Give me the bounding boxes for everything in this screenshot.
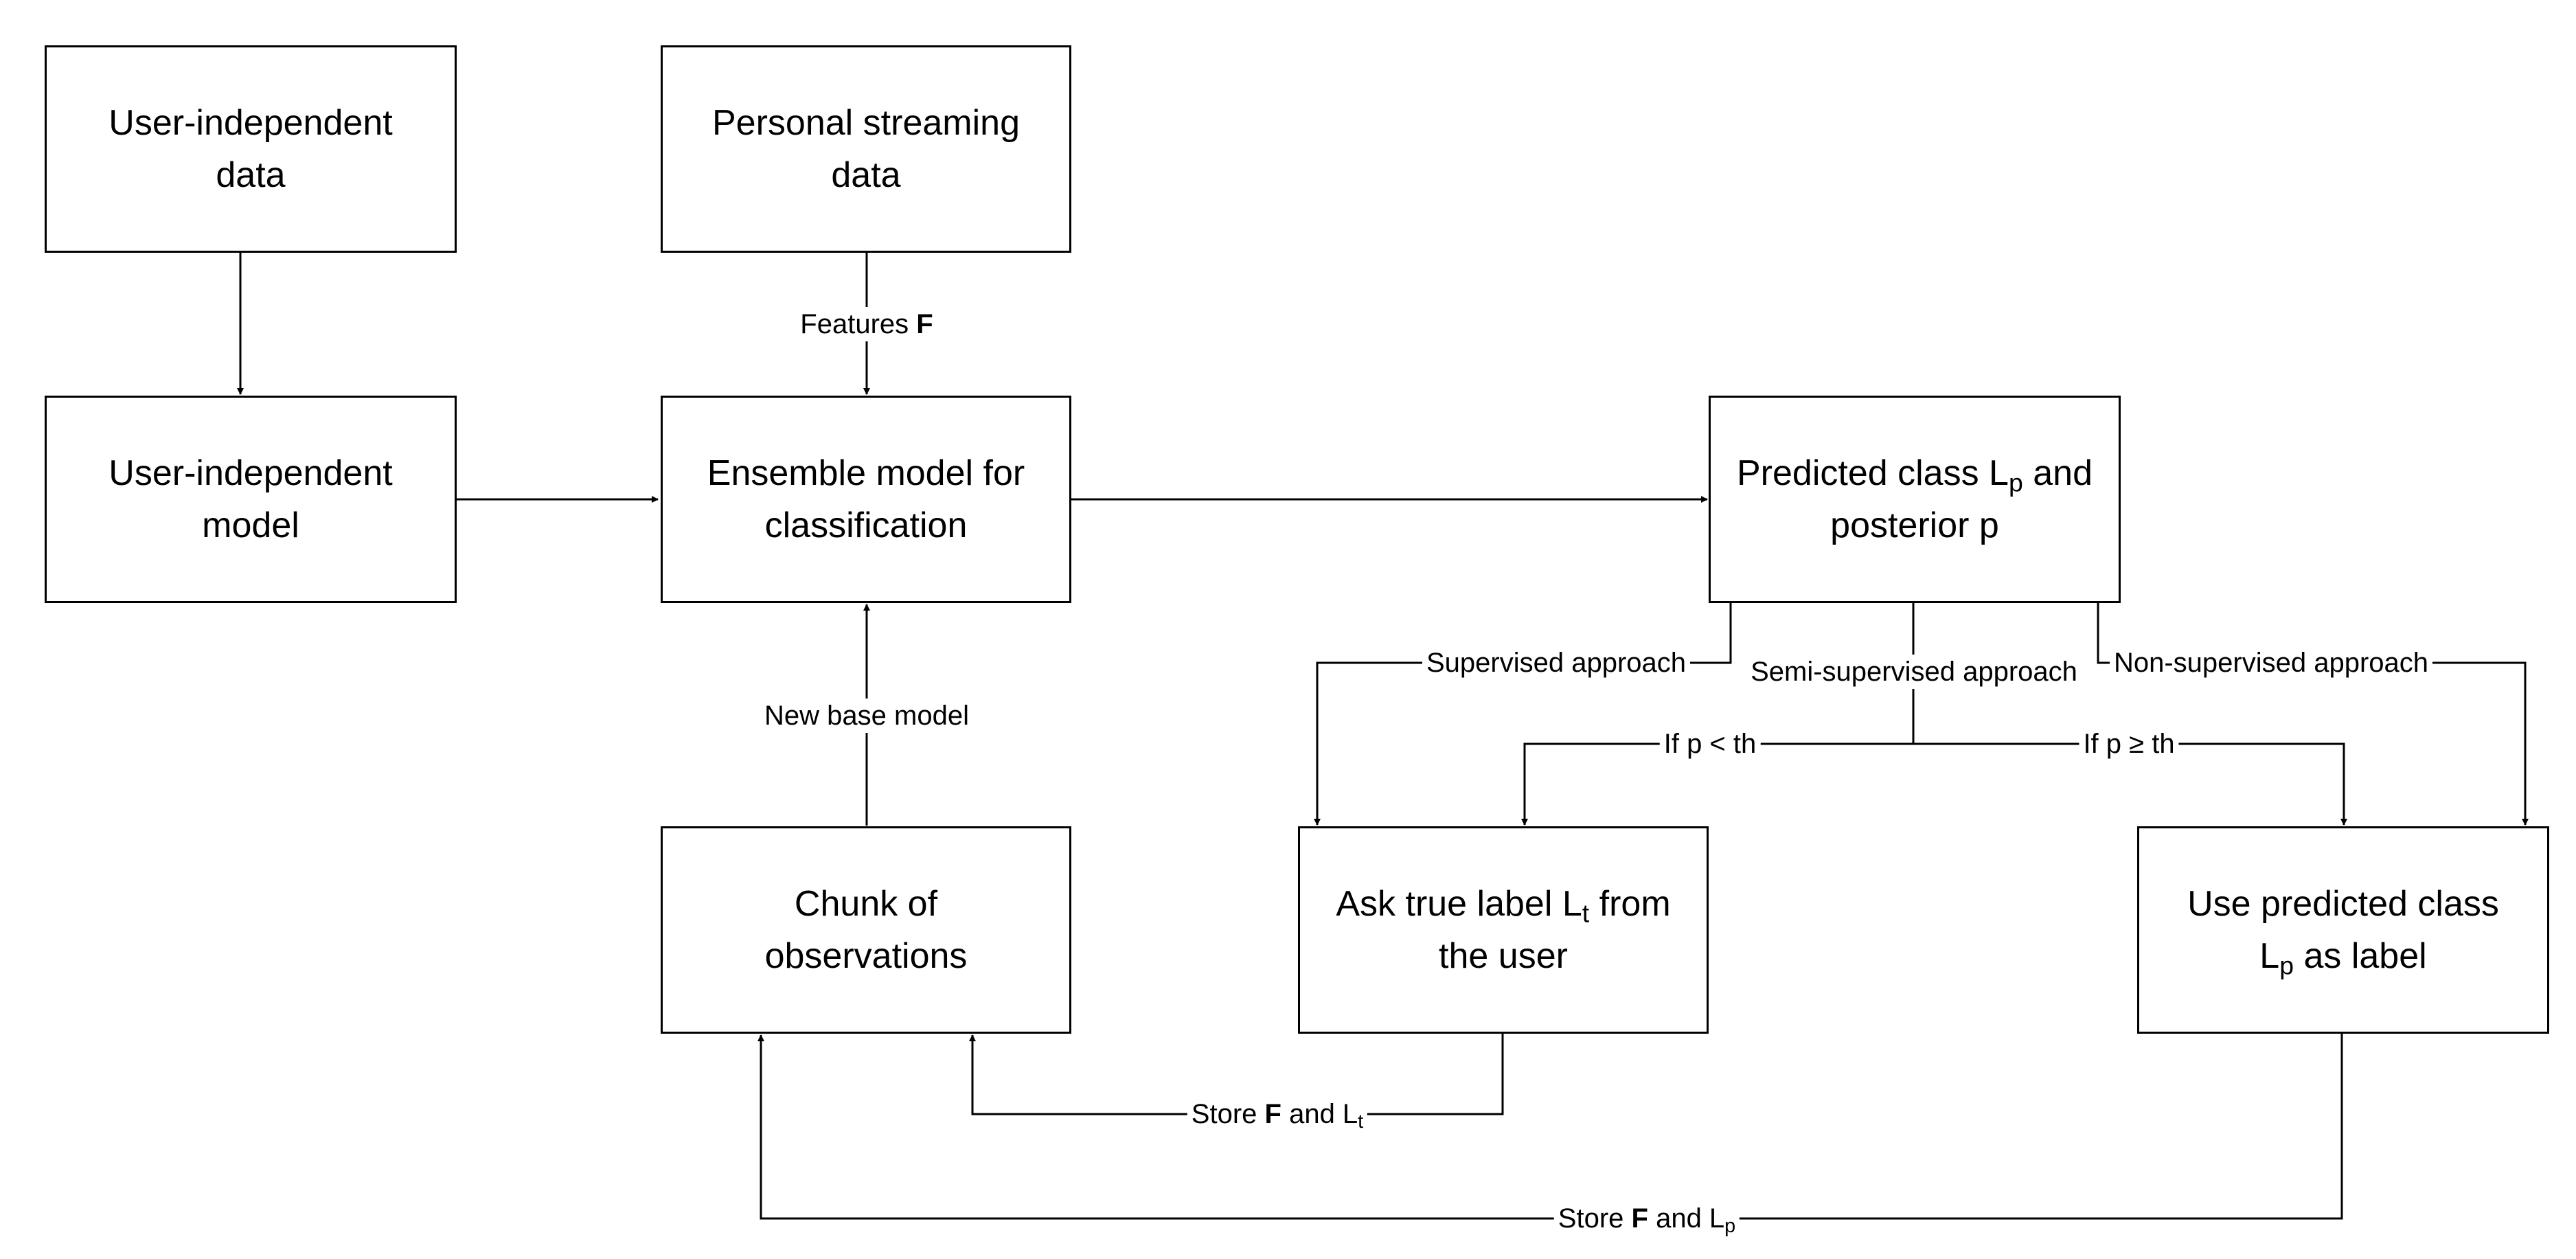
if-p-greater-equal-th-label: If p ≥ th: [2079, 727, 2179, 761]
node-line: Lp as label: [2187, 930, 2499, 982]
text-part: If p ≥ th: [2083, 729, 2175, 759]
edge-store-lp: [757, 1034, 2343, 1220]
use-predicted-class-box: Use predicted class Lp as label: [2137, 826, 2549, 1034]
if-p-less-than-th-label: If p < th: [1659, 727, 1761, 761]
text-part: New base model: [764, 701, 969, 731]
personal-streaming-data-box: Personal streaming data: [661, 45, 1071, 253]
node-line: posterior p: [1830, 506, 1999, 545]
node-line: User-independent: [109, 453, 393, 493]
node-line: the user: [1439, 936, 1568, 976]
edge-non-supervised: [2097, 603, 2529, 826]
subscript: p: [2279, 951, 2294, 980]
store-f-and-lt-label: Store F and Lt: [1187, 1097, 1368, 1133]
text-part: and: [2022, 453, 2093, 493]
node-line: Ask true label Lt from: [1336, 878, 1670, 930]
edge-if-ge: [1913, 742, 2347, 826]
text-part: Semi-supervised approach: [1751, 657, 2077, 687]
chunk-of-observations-box: Chunk of observations: [661, 826, 1071, 1034]
text-part: Predicted class L: [1737, 453, 2009, 493]
node-line: data: [216, 155, 286, 195]
node-line: Personal streaming: [712, 103, 1020, 143]
text-part: and L: [1281, 1099, 1358, 1129]
edge-if-lt: [1521, 742, 1913, 826]
new-base-model-label: New base model: [760, 699, 973, 733]
text-part: and L: [1648, 1203, 1725, 1234]
text-part: Store: [1191, 1099, 1265, 1129]
user-independent-model-box: User-independent model: [45, 396, 457, 603]
node-line: Chunk of: [794, 884, 938, 924]
node-line: observations: [764, 936, 968, 976]
non-supervised-approach-label: Non-supervised approach: [2109, 646, 2433, 680]
node-line: data: [831, 155, 901, 195]
subscript: p: [1724, 1215, 1736, 1238]
text-part: Store: [1558, 1203, 1632, 1234]
node-line: Use predicted class: [2187, 884, 2499, 924]
subscript: t: [1358, 1111, 1364, 1133]
node-line: User-independent: [109, 103, 393, 143]
node-line: Predicted class Lp and: [1737, 447, 2093, 499]
subscript: t: [1582, 898, 1590, 928]
user-independent-data-box: User-independent data: [45, 45, 457, 253]
predicted-class-box: Predicted class Lp and posterior p: [1709, 396, 2121, 603]
subscript: p: [2008, 468, 2023, 497]
ensemble-model-box: Ensemble model for classification: [661, 396, 1071, 603]
node-line: classification: [764, 506, 968, 545]
bold-part: F: [1264, 1099, 1281, 1129]
features-label: Features F: [796, 307, 937, 341]
text-part: as label: [2294, 936, 2427, 976]
bold-part: F: [916, 309, 933, 339]
supervised-approach-label: Supervised approach: [1422, 646, 1691, 680]
node-line: Ensemble model for: [707, 453, 1025, 493]
store-f-and-lp-label: Store F and Lp: [1553, 1201, 1740, 1238]
text-part: Ask true label L: [1336, 884, 1582, 924]
bold-part: F: [1631, 1203, 1648, 1234]
node-line: model: [202, 506, 299, 545]
ask-true-label-box: Ask true label Lt from the user: [1298, 826, 1709, 1034]
text-part: Features: [800, 309, 917, 339]
text-part: L: [2259, 936, 2280, 976]
text-part: If p < th: [1663, 729, 1757, 759]
semi-supervised-approach-label: Semi-supervised approach: [1746, 655, 2082, 689]
text-part: from: [1589, 884, 1671, 924]
text-part: Non-supervised approach: [2113, 648, 2429, 678]
text-part: Supervised approach: [1426, 648, 1687, 678]
